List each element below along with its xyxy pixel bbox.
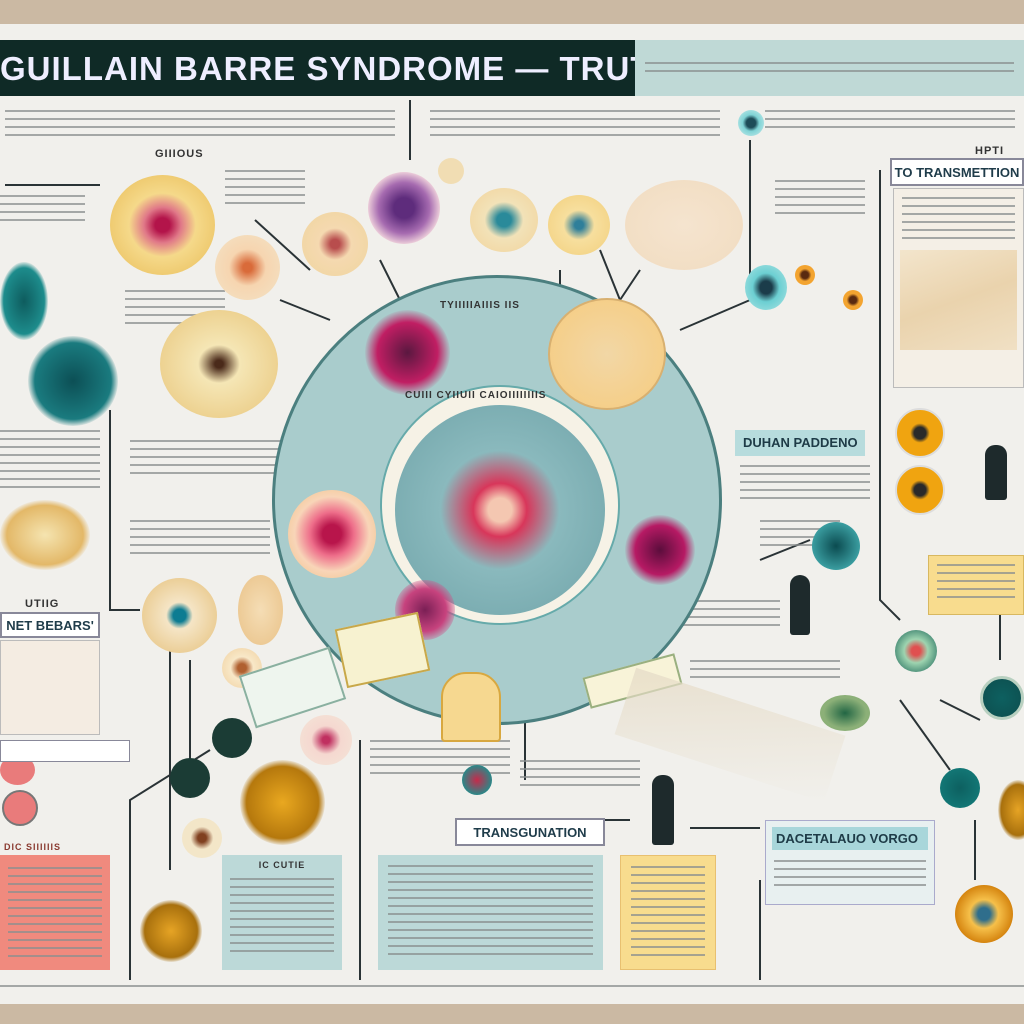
human-silhouette-icon (790, 575, 810, 635)
cell-illustration (142, 578, 217, 653)
label-curious: GIIIOUS (155, 148, 204, 160)
info-panel: IC CUTIE (222, 855, 342, 970)
cell-icon (940, 768, 980, 808)
text-block (680, 600, 780, 630)
text-block (0, 430, 100, 490)
cell-icon (812, 522, 860, 570)
label-box: DUHAN PADDENO (735, 430, 865, 456)
cell-icon (738, 110, 764, 136)
panel-heading: DACETALAUO VORGO (772, 827, 928, 850)
cell-icon (745, 265, 787, 310)
transmission-panel (893, 188, 1024, 388)
text-block (690, 660, 840, 684)
capsule-badge (441, 672, 501, 742)
cell-icon (895, 408, 945, 458)
infected-cell (288, 490, 376, 578)
node-icon (212, 718, 252, 758)
text-block (520, 760, 640, 790)
text-block (130, 520, 270, 560)
text-block (130, 440, 290, 480)
cell-illustration (368, 172, 440, 244)
label-box: TRANSGUNATION (455, 818, 605, 846)
text-block (775, 180, 865, 220)
label-box (0, 740, 130, 762)
cell-illustration (215, 235, 280, 300)
text-block (765, 110, 1015, 134)
bacterium-icon (140, 900, 202, 962)
cell-illustration (238, 575, 283, 645)
bacterium-icon (998, 780, 1024, 840)
cell-icon (2, 790, 38, 826)
cell-icon (895, 465, 945, 515)
human-body-panel (0, 640, 100, 735)
cell-illustration (302, 212, 368, 276)
text-block (225, 170, 305, 204)
footer-lines (0, 985, 1024, 991)
text-block (0, 195, 85, 227)
tissue-illustration (625, 180, 743, 270)
text-block (740, 465, 870, 505)
panel-heading: IC CUTIE (258, 860, 306, 870)
label-utiig: UTIIG (25, 598, 60, 610)
nerve-fiber (0, 500, 90, 570)
virus-cell (625, 515, 695, 585)
cell-illustration (160, 310, 278, 418)
page-title: GUILLAIN BARRE SYNDROME — TRUTH RUTH (0, 40, 635, 96)
cell-icon (955, 885, 1013, 943)
info-panel-yellow (928, 555, 1024, 615)
bacterium-icon (240, 760, 325, 845)
info-panel-yellow (620, 855, 716, 970)
info-panel-red (0, 855, 110, 970)
text-block (430, 110, 720, 142)
info-panel: DACETALAUO VORGO (765, 820, 935, 905)
cell-icon (820, 695, 870, 731)
label-box: TO TRANSMETTION (890, 158, 1024, 186)
virus-icon (28, 336, 118, 426)
cell-illustration (182, 818, 222, 858)
cell-icon (895, 630, 937, 672)
text-block (5, 110, 395, 142)
label-hpti: HPTI (975, 145, 1005, 157)
ring-label: TYIIIIIAIIIS IIS (440, 300, 520, 311)
nerve-cell (548, 298, 666, 410)
cell-illustration (470, 188, 538, 252)
info-panel (378, 855, 603, 970)
cell-icon (795, 265, 815, 285)
node-icon (170, 758, 210, 798)
virus-icon (0, 262, 48, 340)
human-silhouette-icon (985, 445, 1007, 500)
cell-icon (980, 676, 1024, 720)
cell-illustration (300, 715, 352, 765)
virus-icon (462, 765, 492, 795)
title-side-panel (635, 40, 1024, 96)
label-dic: DIC SIIIIIIS (4, 842, 62, 852)
label-box: NET BEBARS' (0, 612, 100, 638)
virus-cell (365, 310, 450, 395)
cell-illustration (110, 175, 215, 275)
human-silhouette-icon (652, 775, 674, 845)
cell-icon (843, 290, 863, 310)
cell-icon (438, 158, 464, 184)
inner-ring-label: CUIII CYIIUII CAIOIIIIIIIIS (405, 390, 547, 401)
cell-illustration (548, 195, 610, 255)
